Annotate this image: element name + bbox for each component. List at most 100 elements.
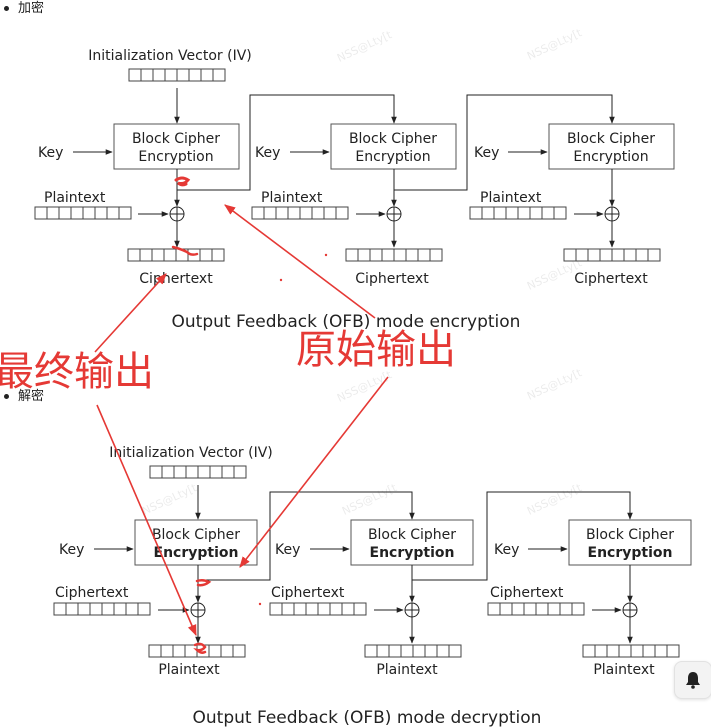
block-cipher-title: Block Cipher	[368, 527, 456, 543]
decrypt-section-bullet: 解密	[4, 385, 44, 404]
block-cipher-box	[548, 123, 675, 170]
register-cell	[137, 602, 151, 616]
register-cell	[125, 602, 139, 616]
feedback-line	[393, 94, 615, 191]
register-cell	[606, 644, 620, 658]
register-cell	[388, 644, 402, 658]
block-cipher-box	[113, 123, 240, 170]
plaintext-label: Plaintext	[44, 190, 106, 206]
register-cell	[269, 602, 283, 616]
annotation-arrow	[96, 404, 197, 637]
annotation-arrow	[224, 204, 376, 319]
register-cell	[559, 602, 573, 616]
encrypt-section-label: 加密	[18, 1, 45, 16]
register-cell	[599, 248, 613, 262]
register-cell	[221, 465, 235, 479]
ciphertext-register	[269, 602, 367, 616]
register-cell	[161, 465, 175, 479]
register-cell	[140, 68, 154, 82]
cipher-stage-1: Block Cipher Encryption Key Plaintext Ci…	[34, 123, 240, 287]
register-cell	[493, 206, 507, 220]
register-cell	[345, 248, 359, 262]
register-cell	[535, 602, 549, 616]
register-cell	[149, 465, 163, 479]
bullet-dot	[4, 394, 9, 399]
register-cell	[575, 248, 589, 262]
register-cell	[89, 602, 103, 616]
ciphertext-register	[563, 248, 661, 262]
register-cell	[127, 248, 141, 262]
plaintext-register	[148, 644, 246, 658]
register-cell	[417, 248, 431, 262]
register-cell	[275, 206, 289, 220]
annotation-arrow	[239, 376, 389, 568]
encrypt-section-bullet: 加密	[4, 0, 44, 16]
decryption-diagram: Initialization Vector (IV) Block Cipher …	[53, 445, 692, 727]
register-cell	[642, 644, 656, 658]
key-label: Key	[59, 542, 84, 558]
register-cell	[212, 68, 226, 82]
scribble-mark	[195, 578, 212, 587]
register-cell	[429, 248, 443, 262]
register-cell	[184, 644, 198, 658]
ciphertext-label: Ciphertext	[490, 585, 564, 601]
key-label: Key	[494, 542, 519, 558]
register-cell	[469, 206, 483, 220]
floating-notification-button[interactable]	[674, 661, 711, 699]
register-cell	[341, 602, 355, 616]
bullet-dot	[4, 6, 9, 11]
block-cipher-subtitle: Encryption	[154, 545, 239, 561]
stray-dot	[324, 253, 328, 257]
register-cell	[323, 206, 337, 220]
register-cell	[188, 68, 202, 82]
key-label: Key	[255, 145, 280, 161]
register-cell	[630, 644, 644, 658]
feedback-line	[197, 491, 415, 581]
block-cipher-title: Block Cipher	[586, 527, 674, 543]
register-cell	[128, 68, 142, 82]
key-label: Key	[474, 145, 499, 161]
register-cell	[618, 644, 632, 658]
register-cell	[353, 602, 367, 616]
register-cell	[185, 465, 199, 479]
register-cell	[511, 602, 525, 616]
iv-register	[128, 68, 226, 82]
register-cell	[106, 206, 120, 220]
register-cell	[317, 602, 331, 616]
ciphertext-label: Ciphertext	[271, 585, 345, 601]
plaintext-register	[582, 644, 680, 658]
cipher-stage-3: Block Cipher Encryption Key Ciphertext P…	[487, 519, 692, 678]
register-cell	[499, 602, 513, 616]
register-cell	[571, 602, 585, 616]
register-cell	[654, 644, 668, 658]
register-cell	[208, 644, 222, 658]
register-cell	[393, 248, 407, 262]
xor-symbol	[404, 602, 420, 618]
register-cell	[635, 248, 649, 262]
register-cell	[77, 602, 91, 616]
iv-label: Initialization Vector (IV)	[88, 48, 252, 64]
feedback-line	[176, 94, 397, 191]
register-cell	[335, 206, 349, 220]
key-label: Key	[275, 542, 300, 558]
register-cell	[424, 644, 438, 658]
register-cell	[148, 644, 162, 658]
register-cell	[65, 602, 79, 616]
register-cell	[547, 602, 561, 616]
register-cell	[151, 248, 165, 262]
xor-symbol	[604, 206, 620, 222]
register-cell	[101, 602, 115, 616]
register-cell	[163, 248, 177, 262]
block-cipher-title: Block Cipher	[349, 131, 437, 147]
encryption-diagram: Initialization Vector (IV) Block Cipher …	[34, 48, 675, 332]
register-cell	[299, 206, 313, 220]
xor-symbol	[169, 206, 185, 222]
block-cipher-title: Block Cipher	[567, 131, 655, 147]
iv-label: Initialization Vector (IV)	[109, 445, 273, 461]
register-cell	[517, 206, 531, 220]
register-cell	[113, 602, 127, 616]
final-output-annotation: 最终输出	[0, 349, 154, 395]
register-cell	[176, 68, 190, 82]
raw-output-annotation: 原始输出	[296, 327, 456, 373]
